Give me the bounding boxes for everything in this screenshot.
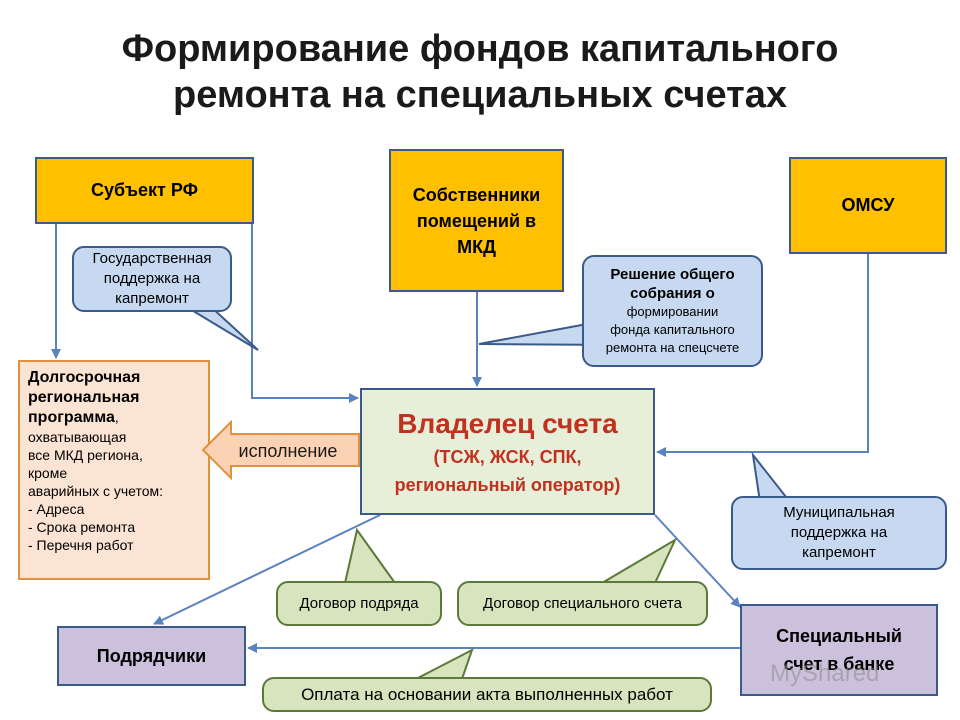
pointer-payment: [415, 647, 474, 680]
title-line-1: Формирование фондов капитального: [121, 28, 839, 70]
connector-account-contractors: [153, 514, 381, 625]
account-owner-sub-2: региональный оператор): [394, 474, 621, 495]
program-head-2: региональная: [28, 389, 140, 406]
decision-body-1: формировании: [626, 304, 719, 319]
pointer-gov-support: [181, 305, 259, 351]
node-owners-line-1: Собственники: [412, 184, 541, 205]
callout-mun-support: Муниципальная поддержка на капремонт: [731, 496, 947, 570]
connector-account-bank: [654, 514, 741, 608]
title-line-2: ремонта на специальных счетах: [173, 74, 787, 116]
callout-payment: Оплата на основании акта выполненных раб…: [262, 677, 712, 712]
account-owner-title: Владелец счета: [397, 407, 618, 439]
callout-decision: Решение общего собрания о формировании ф…: [582, 255, 763, 367]
mun-support-line-2: поддержка на: [790, 524, 888, 541]
node-omsu-label: ОМСУ: [841, 195, 895, 215]
program-head-1: Долгосрочная: [28, 369, 141, 386]
node-subject-rf: Субъект РФ: [35, 157, 254, 224]
node-bank-account: Специальный счет в банке: [740, 604, 938, 696]
contract-special-label: Договор специального счета: [483, 595, 682, 612]
program-head-3: программа: [28, 409, 115, 426]
callout-contract-special: Договор специального счета: [457, 581, 708, 626]
node-account-owner: Владелец счета (ТСЖ, ЖСК, СПК, региональ…: [360, 388, 655, 515]
node-owners-line-2: помещений в: [416, 210, 537, 231]
mun-support-line-1: Муниципальная: [783, 504, 895, 521]
program-body-2: все МКД региона,: [28, 447, 143, 463]
program-body-1: охватывающая: [28, 429, 127, 445]
pointer-contract-special: [598, 537, 678, 584]
gov-support-line-1: Государственная: [92, 250, 212, 267]
page-title: Формирование фондов капитального ремонта…: [40, 26, 920, 118]
connector-omsu-account: [656, 254, 869, 457]
node-subject-rf-label: Субъект РФ: [91, 180, 198, 200]
callout-gov-support: Государственная поддержка на капремонт: [72, 246, 232, 312]
program-body-4: аварийных с учетом:: [28, 483, 164, 499]
decision-head-2: собрания о: [630, 285, 715, 302]
decision-body-2: фонда капитального: [610, 322, 735, 337]
decision-body-3: ремонта на спецсчете: [605, 340, 740, 355]
list-item: - Перечня работ: [28, 537, 134, 553]
pointer-mun-support: [751, 451, 793, 503]
mun-support-line-3: капремонт: [802, 544, 876, 561]
gov-support-line-2: поддержка на: [103, 270, 201, 287]
pointer-contract-work: [343, 527, 397, 584]
execution-arrow-icon: [201, 420, 360, 480]
program-head-suffix: ,: [114, 409, 119, 425]
watermark: MyShared: [770, 660, 880, 687]
list-item: - Срока ремонта: [28, 519, 136, 535]
contract-work-label: Договор подряда: [299, 595, 419, 612]
bank-account-line-1: Специальный: [776, 626, 902, 646]
gov-support-line-3: капремонт: [115, 290, 189, 307]
decision-head-1: Решение общего: [610, 266, 735, 283]
connector-subject-account: [251, 224, 359, 403]
node-contractors: Подрядчики: [57, 626, 246, 686]
node-contractors-label: Подрядчики: [96, 645, 207, 666]
list-item: - Адреса: [28, 501, 85, 517]
node-regional-program: Долгосрочная региональная программа, охв…: [18, 360, 210, 580]
bank-account-line-2: счет в банке: [783, 654, 895, 674]
payment-label: Оплата на основании акта выполненных раб…: [301, 684, 673, 704]
callout-contract-work: Договор подряда: [276, 581, 442, 626]
program-body-3: кроме: [28, 465, 68, 481]
execution-label: исполнение: [238, 441, 338, 461]
node-owners: Собственники помещений в МКД: [389, 149, 564, 292]
program-criteria-list: - Адреса - Срока ремонта - Перечня работ: [28, 500, 200, 554]
node-owners-line-3: МКД: [457, 236, 496, 257]
account-owner-sub-1: (ТСЖ, ЖСК, СПК,: [433, 446, 582, 467]
node-omsu: ОМСУ: [789, 157, 947, 254]
